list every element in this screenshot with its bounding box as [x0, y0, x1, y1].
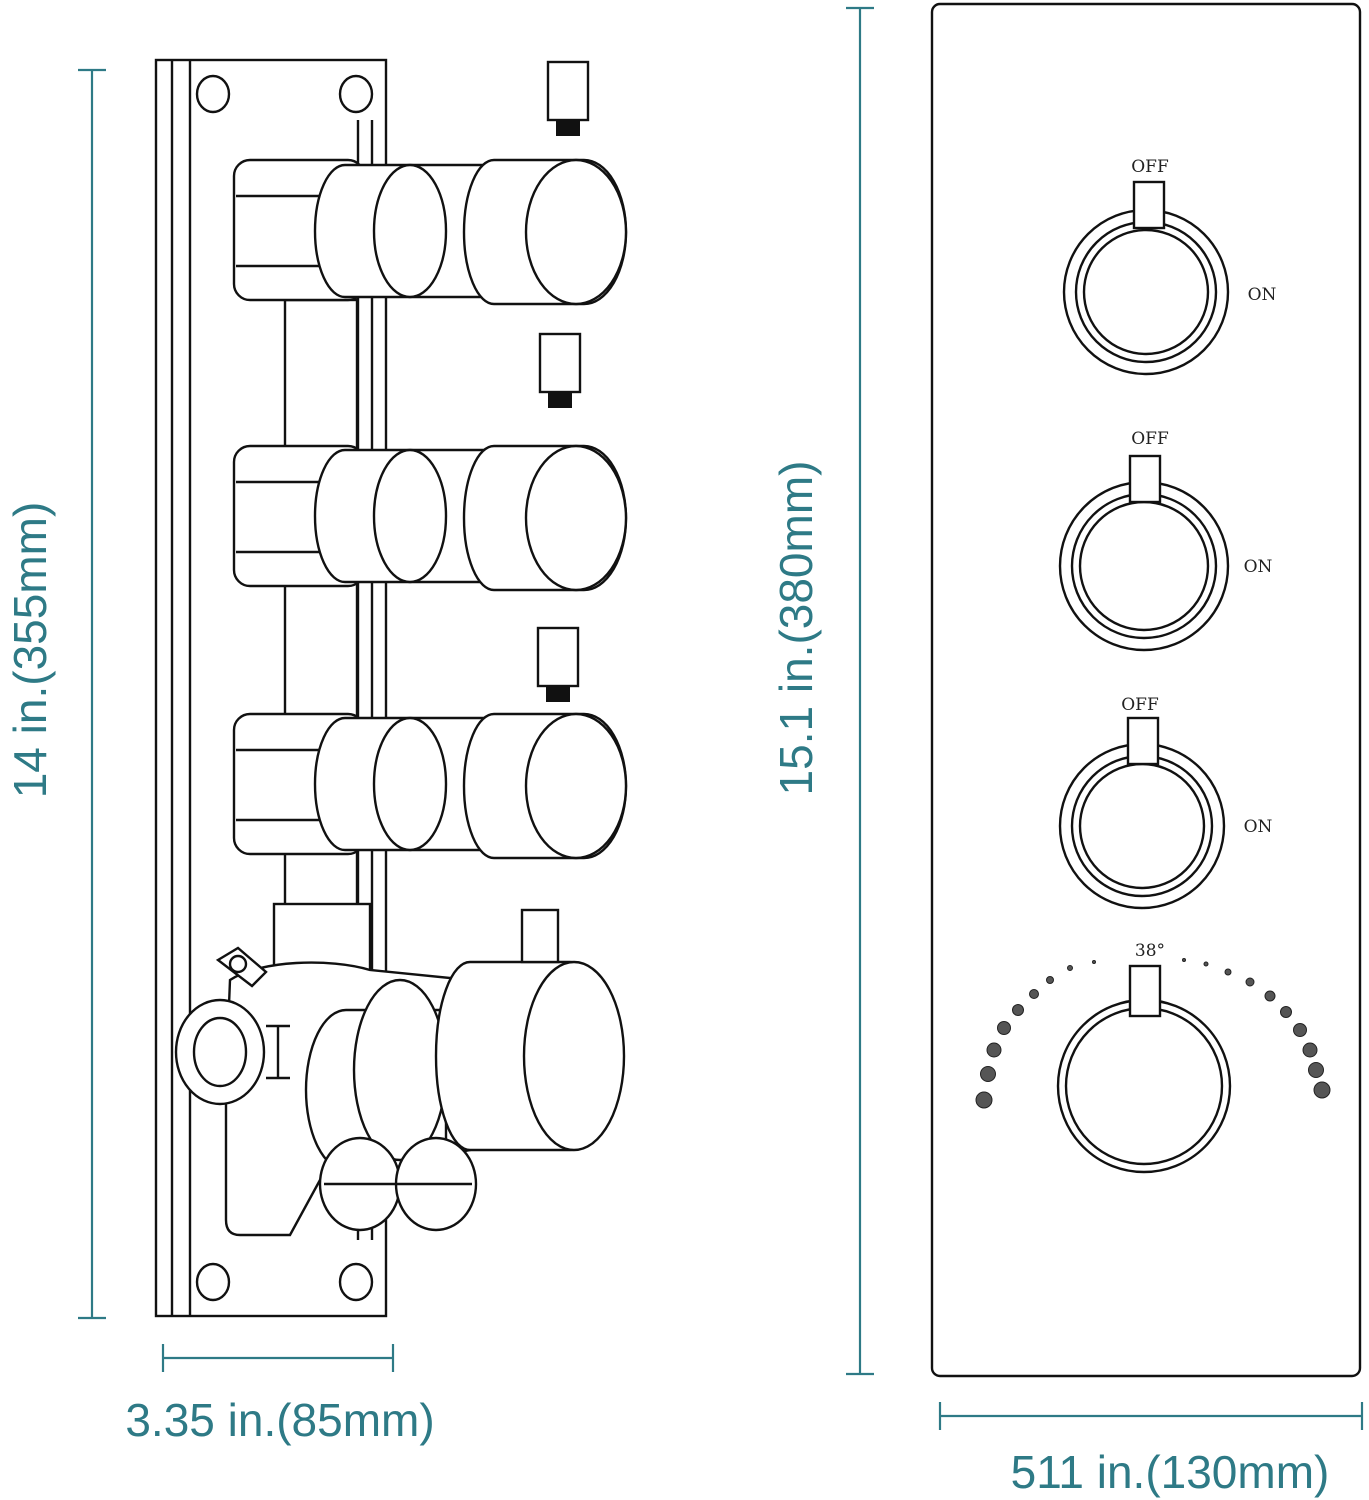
mount-hole: [195, 1262, 231, 1302]
left-width-dimension: 3.35 in.(85mm): [125, 1344, 435, 1446]
right-height-dimension: 15.1 in.(380mm): [770, 6, 874, 1376]
temperature-scale-dots: [975, 958, 1331, 1109]
knob-2-on-label: ON: [1244, 557, 1273, 577]
diverter-cartridge-2: [232, 332, 628, 592]
knob-1-off-label: OFF: [1131, 157, 1169, 177]
diverter-knob-2: OFF ON: [1058, 429, 1273, 652]
right-width-label: 511 in.(130mm): [1011, 1446, 1330, 1498]
diverter-knob-3: OFF ON: [1058, 695, 1273, 910]
mounting-plate: [154, 58, 388, 1318]
diverter-cartridge-3: [232, 626, 628, 860]
knob-2-off-label: OFF: [1131, 429, 1169, 449]
left-width-label: 3.35 in.(85mm): [125, 1394, 434, 1446]
thermostat-knob: 38°: [975, 941, 1331, 1174]
faceplate-front-view: OFF ON OFF ON OFF ON 38°: [930, 2, 1362, 1378]
mount-hole: [338, 1262, 374, 1302]
faceplate-outline: [930, 2, 1362, 1378]
knob-3-off-label: OFF: [1121, 695, 1159, 715]
valve-side-view: [154, 58, 628, 1318]
left-height-dimension: 14 in.(355mm): [4, 68, 106, 1320]
mount-hole: [338, 74, 374, 114]
mount-hole: [195, 74, 231, 114]
diverter-knob-1: OFF ON: [1062, 157, 1277, 376]
left-height-label: 14 in.(355mm): [4, 502, 56, 799]
thermostatic-valve-body: [174, 902, 626, 1237]
knob-1-on-label: ON: [1248, 285, 1277, 305]
thermostat-temperature-label: 38°: [1135, 941, 1165, 961]
diverter-cartridge-1: [232, 60, 628, 306]
knob-3-on-label: ON: [1244, 817, 1273, 837]
right-width-dimension: 511 in.(130mm): [938, 1402, 1364, 1498]
right-height-label: 15.1 in.(380mm): [770, 461, 822, 796]
